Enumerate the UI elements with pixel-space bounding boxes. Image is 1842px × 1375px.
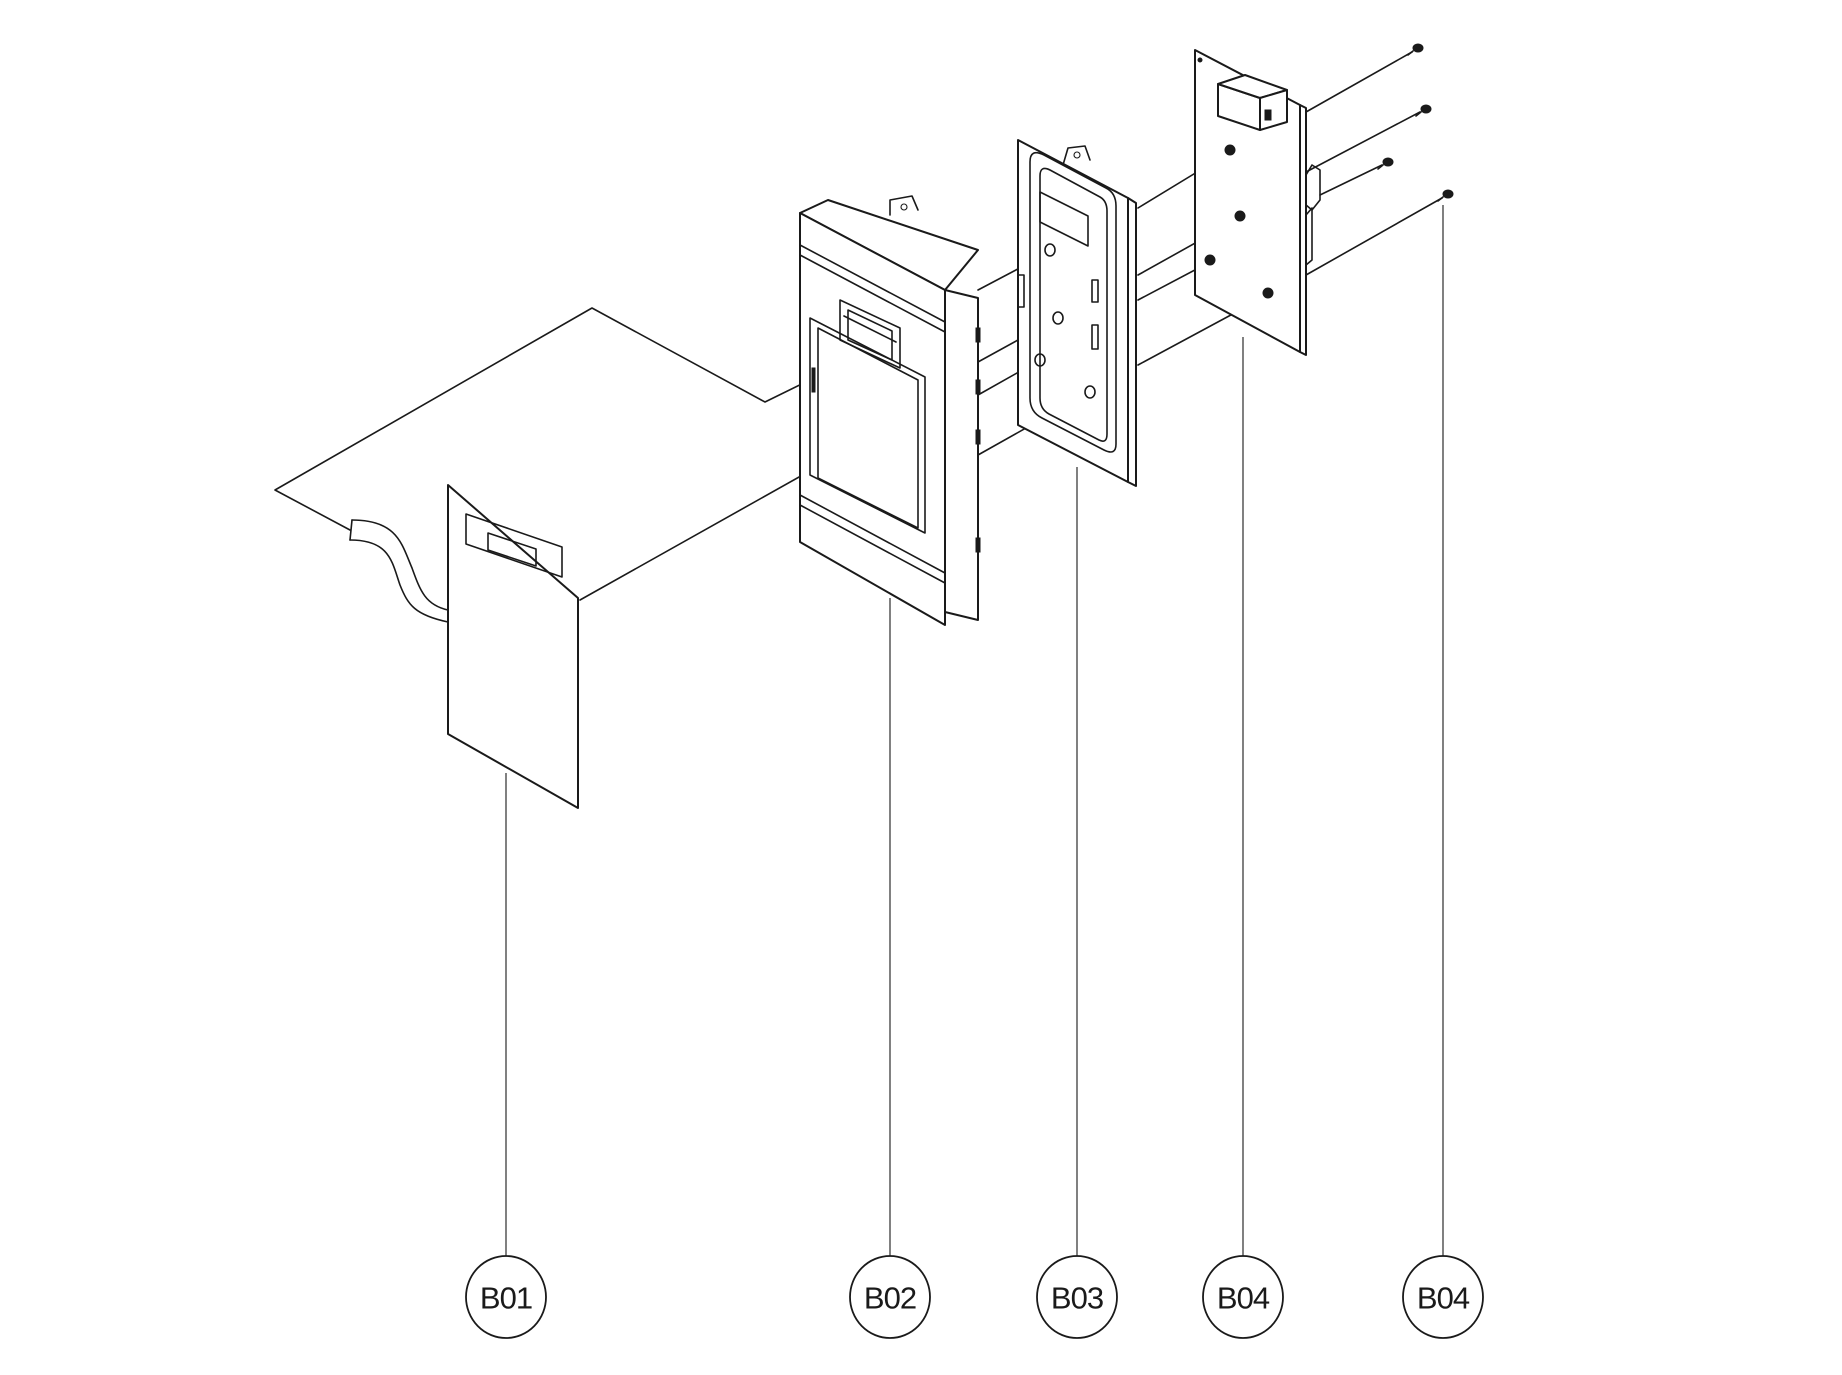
callout-b04-pcb-label: B04: [1217, 1281, 1270, 1316]
callout-b01[interactable]: B01: [465, 1255, 547, 1339]
callout-b04-screws-label: B04: [1417, 1281, 1470, 1316]
callout-b02[interactable]: B02: [849, 1255, 931, 1339]
cable-route-line: [274, 307, 821, 531]
callout-b03[interactable]: B03: [1036, 1255, 1118, 1339]
screw-4: [1437, 189, 1454, 202]
callout-b03-label: B03: [1051, 1281, 1103, 1316]
part-b04-pcb-board[interactable]: [1194, 49, 1321, 1257]
part-b03-panel-bracket[interactable]: [1017, 139, 1137, 1257]
callout-b04-screws[interactable]: B04: [1402, 1255, 1484, 1339]
callout-b02-label: B02: [864, 1281, 916, 1316]
screw-3: [1377, 157, 1394, 170]
screw-1: [1407, 43, 1424, 56]
alignment-lines-b04-screws: [1305, 51, 1443, 276]
part-b04-screws[interactable]: [1377, 43, 1454, 1257]
screw-2: [1415, 104, 1432, 117]
callout-b01-label: B01: [480, 1281, 532, 1316]
part-b02-control-panel-frame[interactable]: [799, 195, 981, 1257]
callout-b04-pcb[interactable]: B04: [1202, 1255, 1284, 1339]
part-b01-membrane-keypad[interactable]: [349, 484, 579, 1257]
